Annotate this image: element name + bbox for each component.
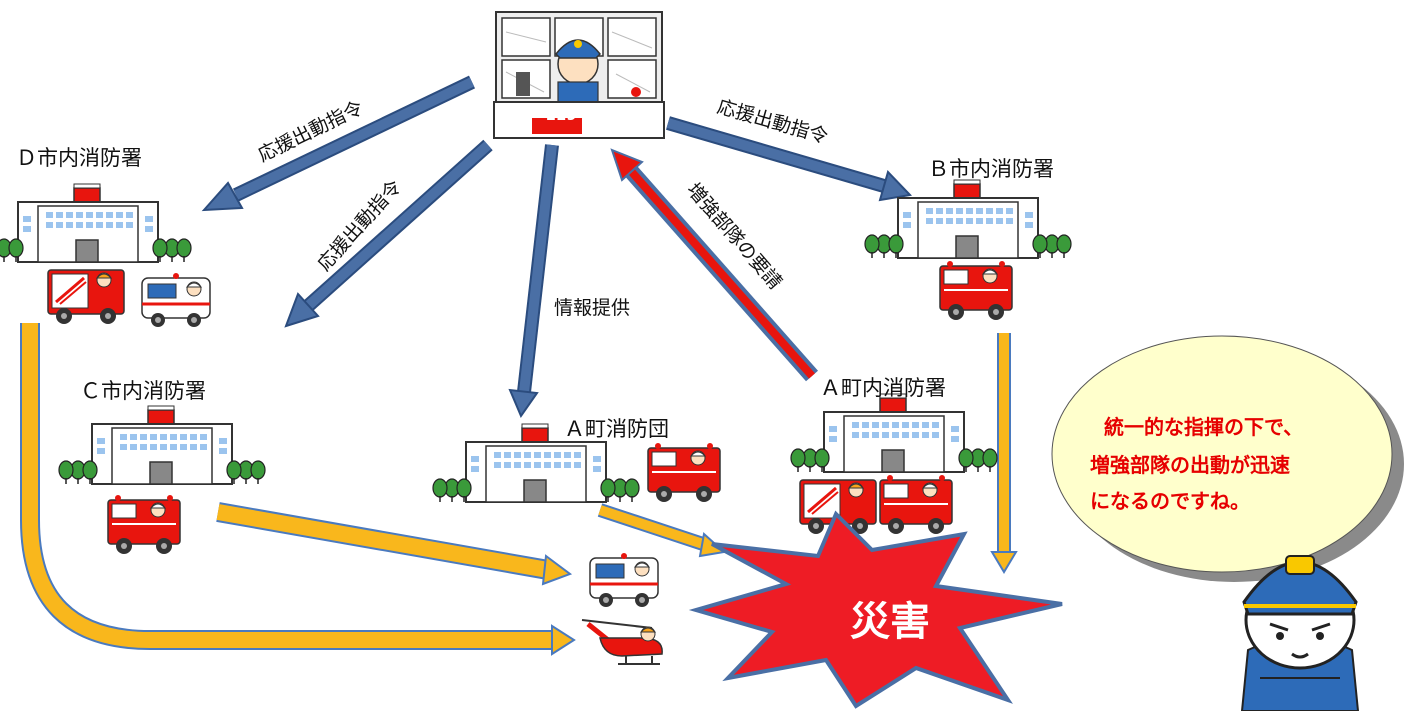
b-city-fire-truck bbox=[939, 260, 1013, 321]
disaster-label: 災害 bbox=[850, 599, 930, 645]
label-c-city-station: Ｃ市内消防署 bbox=[80, 379, 206, 403]
helicopter-icon bbox=[581, 619, 663, 665]
speech-bubble bbox=[1051, 335, 1404, 582]
c-city-fire-truck bbox=[107, 494, 181, 555]
d-city-station-building bbox=[0, 183, 192, 263]
d-city-ladder-truck bbox=[46, 268, 126, 326]
d-city-ambulance bbox=[140, 271, 212, 329]
label-a-town-station: Ａ町内消防署 bbox=[820, 376, 946, 400]
disaster-burst bbox=[688, 510, 1063, 709]
speech-line-3: になるのですね。 bbox=[1090, 489, 1250, 513]
command-center bbox=[493, 11, 665, 139]
label-a-town-corps: Ａ町消防団 bbox=[564, 417, 669, 441]
c-city-station-building bbox=[58, 405, 266, 485]
speech-line-1: 統一的な指揮の下で、 bbox=[1104, 415, 1303, 439]
command-arrow-to-c bbox=[284, 139, 493, 328]
label-b-city-station: Ｂ市内消防署 bbox=[928, 157, 1054, 181]
command-arrow-to-d bbox=[201, 75, 476, 212]
label-d-city-station: Ｄ市内消防署 bbox=[16, 146, 142, 170]
dispatched-ambulance bbox=[588, 551, 660, 609]
dispatch-arrows bbox=[20, 323, 1018, 656]
command-arrows bbox=[201, 75, 913, 419]
a-town-fire-truck bbox=[879, 474, 953, 535]
speech-line-2: 増強部隊の出動が迅速 bbox=[1090, 453, 1290, 477]
request-arrow bbox=[610, 148, 818, 382]
firefighter-character bbox=[1240, 555, 1360, 711]
arrow-label-info: 情報提供 bbox=[554, 297, 630, 319]
command-arrow-to-b bbox=[666, 116, 913, 202]
command-arrow-info bbox=[508, 144, 559, 419]
hq-sign-119: 119 bbox=[545, 106, 576, 124]
a-town-corps-fire-truck bbox=[647, 442, 721, 503]
a-town-station-building bbox=[790, 393, 998, 473]
